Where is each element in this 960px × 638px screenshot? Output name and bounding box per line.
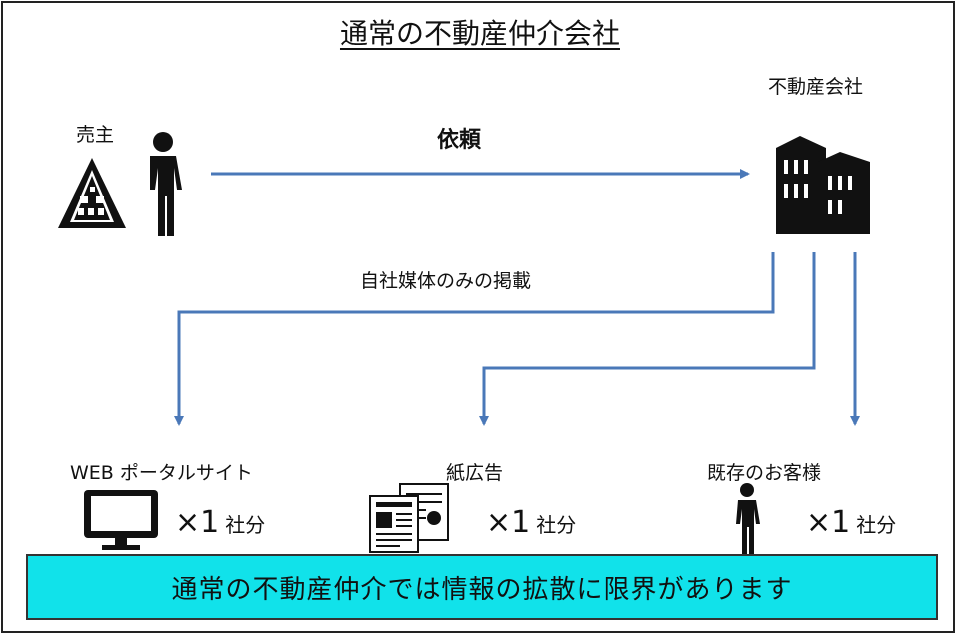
count-unit: 社分 [536, 513, 577, 537]
diagram-title: 通常の不動産仲介会社 [339, 17, 620, 50]
channel-paper-label: 紙広告 [446, 462, 504, 484]
building-icon [776, 136, 870, 234]
person-icon [736, 483, 760, 554]
count-value: ×1 [175, 505, 220, 540]
newspaper-icon [369, 483, 449, 553]
house-icon [58, 158, 126, 228]
company-label: 不動産会社 [768, 76, 864, 98]
arrow-to-web [174, 252, 775, 426]
exclusive-label: 自社媒体のみの掲載 [360, 270, 532, 292]
arrow-to-paper [479, 252, 816, 426]
request-label: 依頼 [437, 128, 482, 153]
limitation-banner: 通常の不動産仲介では情報の拡散に限界があります [26, 554, 938, 620]
count-unit: 社分 [856, 513, 897, 537]
count-unit: 社分 [225, 513, 266, 537]
count-value: ×1 [486, 505, 531, 540]
person-icon [150, 132, 182, 236]
channel-web-label: WEB ポータルサイト [70, 462, 253, 484]
banner-text: 通常の不動産仲介では情報の拡散に限界があります [171, 574, 793, 605]
monitor-icon [84, 490, 158, 550]
seller-label: 売主 [76, 124, 115, 146]
channel-customers-label: 既存のお客様 [707, 462, 822, 484]
count-value: ×1 [806, 505, 851, 540]
